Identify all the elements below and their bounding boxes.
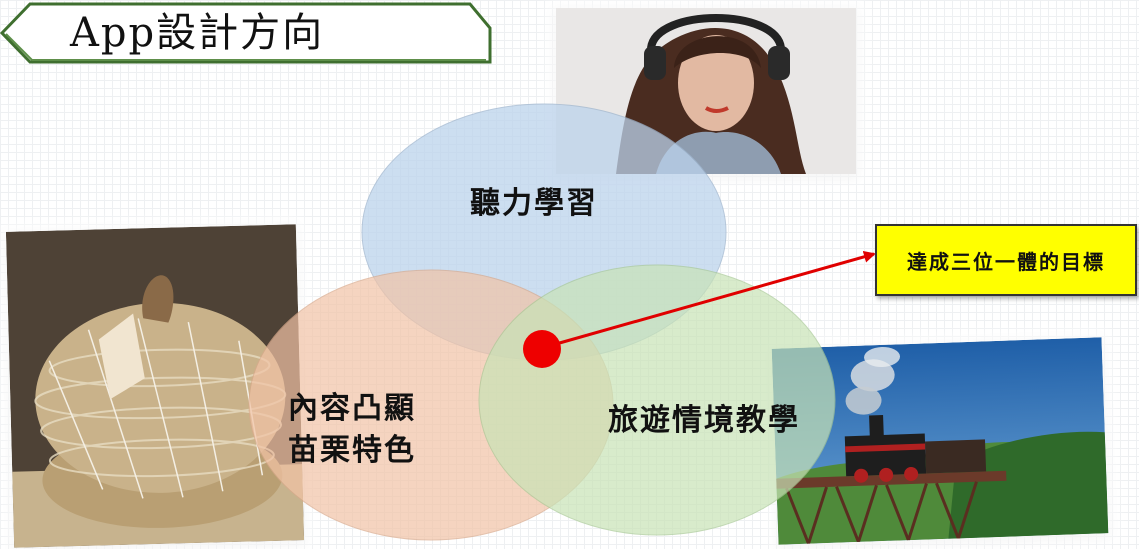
goal-arrow <box>555 250 876 346</box>
steam-train-photo <box>771 337 1109 545</box>
label-local-line-1: 內容凸顯 <box>288 391 416 426</box>
center-dot <box>523 330 561 368</box>
label-listening: 聽力學習 <box>470 186 598 221</box>
goal-box: 達成三位一體的目標 <box>875 224 1137 296</box>
label-travel-teaching: 旅遊情境教學 <box>608 403 800 438</box>
circle-travel-teaching <box>478 264 836 536</box>
label-local-features: 內容凸顯 苗栗特色 <box>288 388 416 472</box>
woven-basket-photo <box>5 224 305 548</box>
page-title: App設計方向 <box>70 10 325 56</box>
label-local-line-2: 苗栗特色 <box>288 433 416 468</box>
woman-with-headphones-photo <box>556 8 856 174</box>
title-banner <box>0 2 492 64</box>
